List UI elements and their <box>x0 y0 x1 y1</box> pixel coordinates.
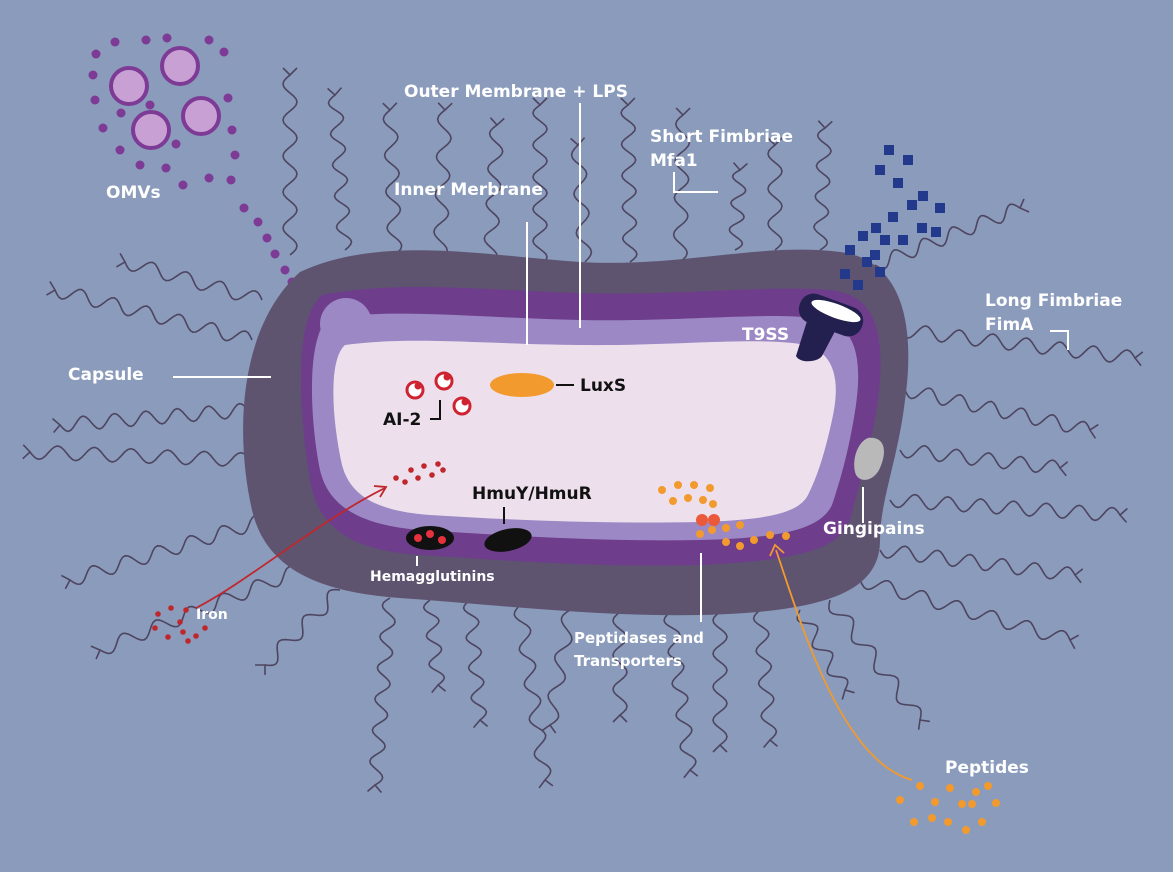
label-long-fimbriae: Long Fimbriae <box>985 291 1122 311</box>
label-iron: Iron <box>196 607 228 623</box>
label-peptides: Peptides <box>945 758 1029 778</box>
ai2-molecules <box>405 371 472 416</box>
label-short-fimbriae: Short Fimbriae <box>650 127 793 147</box>
fimbria-icon <box>712 611 728 753</box>
fimbria-icon <box>874 198 1030 270</box>
fimbria-icon <box>620 97 638 263</box>
fimbria-icon <box>663 611 699 779</box>
fimbria-icon <box>767 137 783 251</box>
peptides-internal <box>658 481 790 550</box>
t9ss-pore-icon <box>796 293 864 362</box>
fimbriae-group <box>22 67 1144 794</box>
fimbria-icon <box>327 87 353 251</box>
omv-vesicle-icon <box>109 66 149 106</box>
fimbria-icon <box>904 387 1099 439</box>
fimbria-icon <box>879 545 1084 584</box>
label-hemagglutinins: Hemagglutinins <box>370 569 495 585</box>
omv-dots <box>88 33 297 287</box>
t9ss-secreted-proteins <box>840 145 945 290</box>
fimbria-icon <box>672 107 691 263</box>
fimbria-icon <box>859 579 1080 650</box>
fimbria-icon <box>366 597 396 794</box>
fimbria-icon <box>796 609 855 700</box>
fimbria-icon <box>541 609 573 734</box>
fimbria-icon <box>813 120 833 251</box>
hemagglutinin-protein <box>406 526 454 550</box>
fimbria-icon <box>899 444 1069 477</box>
label-long-fimbriae-fima: FimA <box>985 315 1034 335</box>
fimbria-icon <box>889 493 1128 523</box>
peptides-external <box>896 782 1000 834</box>
label-capsule: Capsule <box>68 365 144 385</box>
fimbria-icon <box>728 162 748 251</box>
fimbria-icon <box>282 67 298 256</box>
fimbria-icon <box>60 514 266 590</box>
label-transporters: Transporters <box>574 652 682 670</box>
hmuy-hmur-protein <box>484 528 532 552</box>
fimbria-icon <box>51 402 249 434</box>
fimbria-icon <box>462 599 489 729</box>
fimbria-icon <box>433 102 453 261</box>
luxs-enzyme <box>490 373 554 397</box>
iron-external <box>152 605 208 644</box>
iron-internal <box>393 461 446 485</box>
fimbria-icon <box>612 611 628 723</box>
cytoplasm <box>333 340 836 523</box>
peptidase-complex <box>696 514 720 526</box>
peptide-uptake-arrow <box>775 549 913 781</box>
omv-vesicle-icon <box>131 110 171 150</box>
fimbria-icon <box>116 253 263 301</box>
label-omvs: OMVs <box>106 183 161 203</box>
fimbria-icon <box>828 599 930 730</box>
omv-vesicles <box>109 46 221 150</box>
label-ai2: AI-2 <box>383 410 421 430</box>
fimbria-icon <box>46 281 253 342</box>
fimbria-icon <box>752 609 779 749</box>
fimbria-icon <box>255 588 341 675</box>
fimbria-icon <box>532 97 548 266</box>
label-peptidases: Peptidases and <box>574 629 704 647</box>
fimbria-icon <box>899 325 1144 367</box>
fimbria-icon <box>382 102 403 256</box>
fimbria-icon <box>513 604 554 789</box>
fimbria-icon <box>22 444 251 467</box>
omv-vesicle-icon <box>181 96 221 136</box>
long-fimbriae-leader <box>1050 330 1069 350</box>
fimbria-icon <box>422 599 447 694</box>
ai2-leader <box>430 400 441 420</box>
gingipain-icon <box>854 437 884 480</box>
iron-uptake-arrow <box>195 487 386 609</box>
label-luxs: LuxS <box>580 376 626 396</box>
label-gingipains: Gingipains <box>823 519 925 539</box>
fimbria-icon <box>483 117 505 266</box>
omv-vesicle-icon <box>160 46 200 86</box>
label-inner-membrane: Inner Merbrane <box>394 180 543 200</box>
label-short-fimbriae-mfa1: Mfa1 <box>650 151 698 171</box>
label-outer-membrane: Outer Membrane + LPS <box>404 82 628 102</box>
short-fimbriae-leader <box>673 172 718 193</box>
fimbria-icon <box>90 565 301 660</box>
label-hmuy-hmur: HmuY/HmuR <box>472 484 592 504</box>
label-t9ss: T9SS <box>742 325 789 345</box>
